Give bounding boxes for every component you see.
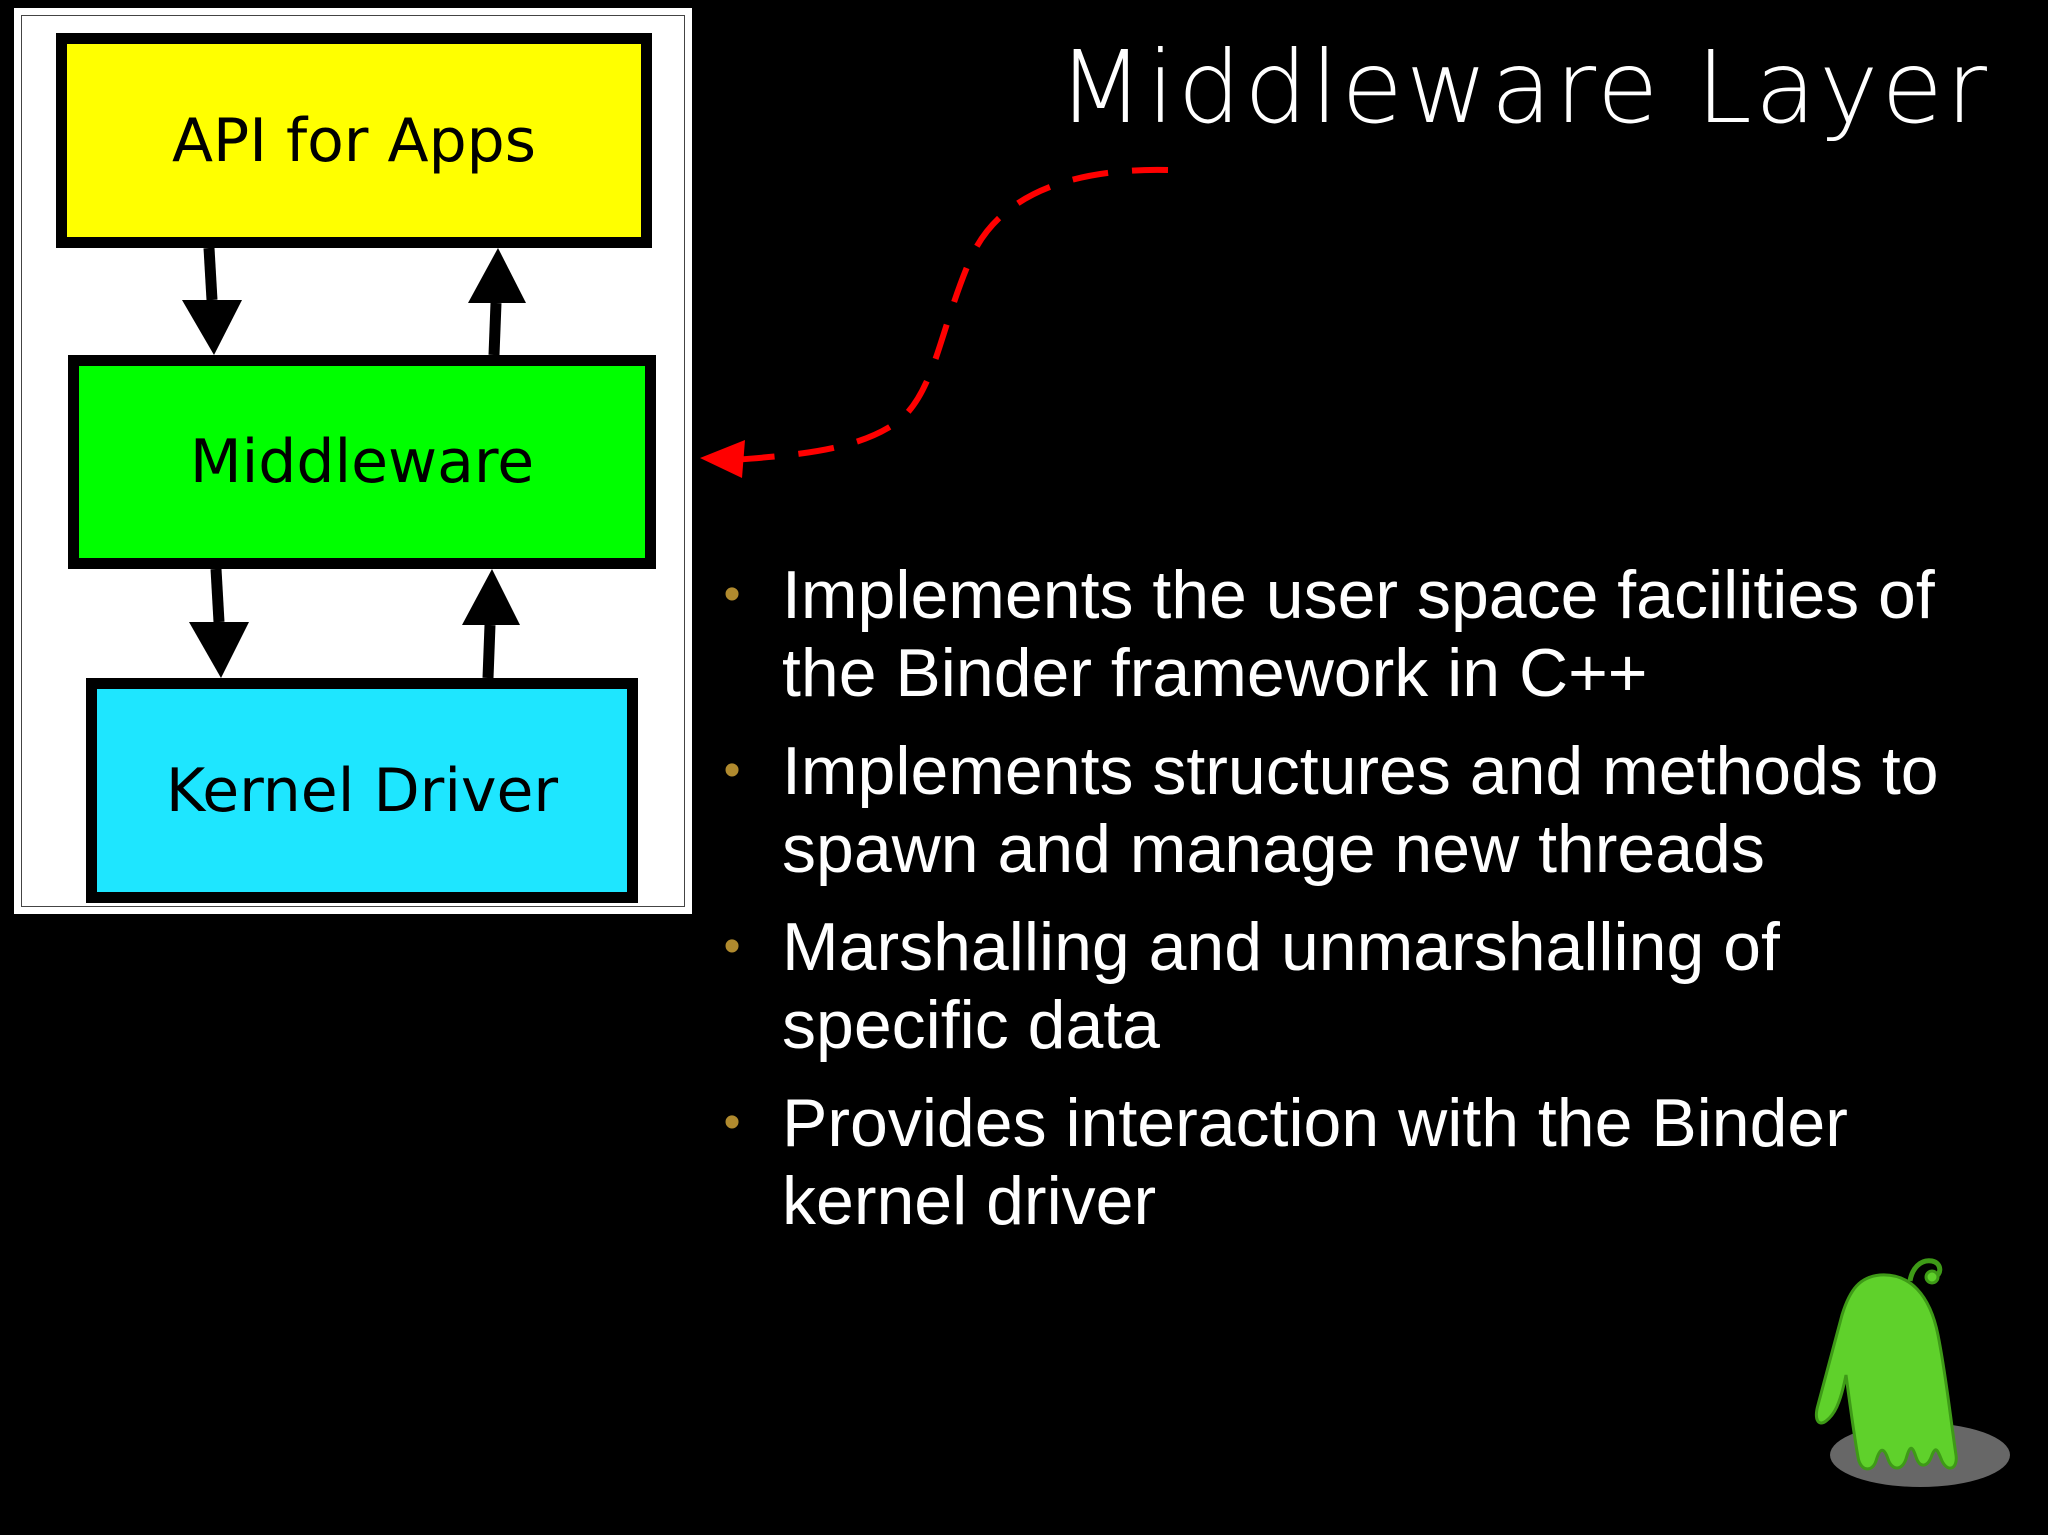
bullet-dot-icon: •: [723, 744, 741, 797]
bullet-text: Marshalling and unmarshalling of specifi…: [782, 909, 1780, 1063]
pointer-arrowhead: [700, 440, 745, 478]
bullet-dot-icon: •: [723, 568, 741, 621]
layer-label-api-for-apps: API for Apps: [171, 105, 537, 176]
slide-title: Middleware Layer: [1057, 29, 1990, 146]
bullet-text: Provides interaction with the Binder ker…: [782, 1085, 1848, 1239]
list-item: • Provides interaction with the Binder k…: [712, 1084, 2012, 1240]
layer-label-middleware: Middleware: [189, 427, 535, 497]
bullet-dot-icon: •: [723, 1096, 741, 1149]
layer-label-kernel-driver: Kernel Driver: [165, 755, 559, 826]
green-ghost-mascot-icon: [1814, 1258, 2010, 1487]
layer-middleware: Middleware: [68, 355, 656, 569]
arrow-up-kernel-to-middleware: [462, 569, 520, 679]
diagram-arrows: [182, 247, 526, 679]
dashed-pointer-line: [731, 166, 1169, 463]
layer-kernel-driver: Kernel Driver: [86, 678, 638, 903]
bullet-dot-icon: •: [723, 920, 741, 973]
layer-api-for-apps: API for Apps: [56, 33, 652, 248]
list-item: • Implements the user space facilities o…: [712, 556, 2012, 712]
arrow-down-api-to-middleware: [182, 247, 242, 355]
bullet-list: • Implements the user space facilities o…: [712, 556, 2012, 1260]
arrow-down-middleware-to-kernel: [189, 568, 249, 678]
list-item: • Implements structures and methods to s…: [712, 732, 2012, 888]
list-item: • Marshalling and unmarshalling of speci…: [712, 908, 2012, 1064]
bullet-text: Implements the user space facilities of …: [782, 557, 1935, 711]
arrow-up-middleware-to-api: [468, 248, 526, 356]
layer-diagram: API for Apps Middleware Kernel Driver: [14, 8, 692, 914]
bullet-text: Implements structures and methods to spa…: [782, 733, 1939, 887]
